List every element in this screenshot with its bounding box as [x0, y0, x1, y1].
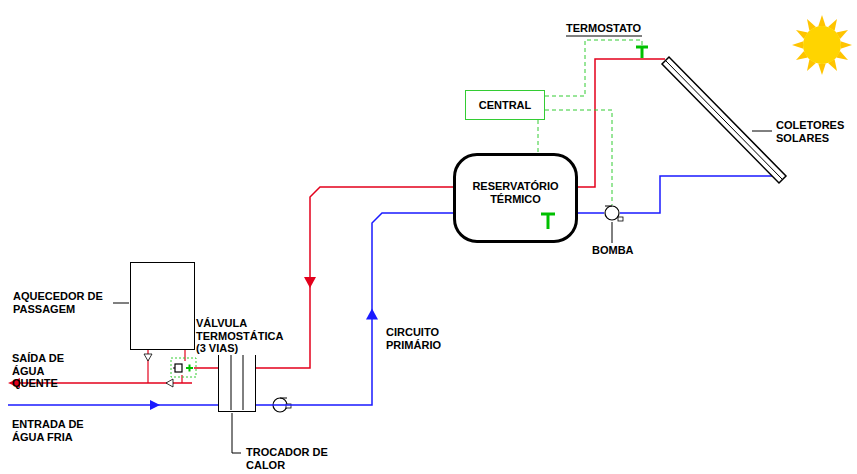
- arrowhead: [366, 309, 378, 320]
- node-label: TROCADOR DE CALOR: [246, 446, 328, 471]
- flow-arrow: [144, 354, 152, 361]
- pipe-connector: [620, 176, 774, 213]
- valve-symbol-outline: [172, 361, 194, 375]
- pipe-connector: [538, 120, 539, 153]
- valve-outlet: [181, 375, 182, 383]
- pipe-label: CIRCUITO PRIMÁRIO: [386, 326, 466, 351]
- heater-box: AQUECEDOR DE PASSAGEM: [130, 262, 195, 350]
- heat-exchanger-outline: [219, 346, 257, 413]
- node-label: AQUECEDOR DE PASSAGEM: [13, 290, 113, 315]
- sun-symbol: [792, 15, 852, 75]
- leader-line: [110, 36, 772, 453]
- flow-arrow: [166, 379, 173, 387]
- pipe-connector: [578, 59, 665, 187]
- node-label: VÁLVULA TERMOSTÁTICA (3 VIAS): [196, 317, 291, 355]
- pipe-label: TERMOSTATO: [566, 22, 661, 35]
- node-label: COLETORES SOLARES: [776, 119, 856, 144]
- pump-symbol: BOMBA: [604, 205, 620, 221]
- thermal-reservoir: RESERVATÓRIO TÉRMICO: [453, 153, 578, 243]
- control-wire: [545, 40, 642, 96]
- valve-symbol: VÁLVULA TERMOSTÁTICA (3 VIAS): [172, 361, 194, 375]
- pump-symbol-outline: [604, 205, 620, 221]
- arrowhead: [304, 277, 316, 288]
- thermostat-symbol: [541, 214, 555, 229]
- pipe-label: ENTRADA DE ÁGUA FRIA: [12, 418, 112, 443]
- flow-arrow: [150, 400, 160, 410]
- node-label: BOMBA: [592, 244, 652, 257]
- control-box: CENTRAL: [465, 90, 545, 120]
- thermostat-symbol: [636, 47, 648, 58]
- node-label: RESERVATÓRIO TÉRMICO: [461, 180, 570, 205]
- solar-collector-outline: [660, 55, 788, 193]
- pipe-connector: [184, 350, 185, 361]
- pipe-connector: [578, 212, 604, 214]
- node-label: CENTRAL: [479, 99, 532, 112]
- solar-collector: COLETORES SOLARES: [660, 55, 788, 193]
- cold-water-pipe: [8, 404, 218, 406]
- pipe-label: SAÍDA DE ÁGUA QUENTE: [12, 352, 92, 390]
- pipe-connector: [256, 213, 453, 405]
- heat-exchanger: TROCADOR DE CALOR: [218, 345, 256, 412]
- pipe-connector: [194, 367, 218, 369]
